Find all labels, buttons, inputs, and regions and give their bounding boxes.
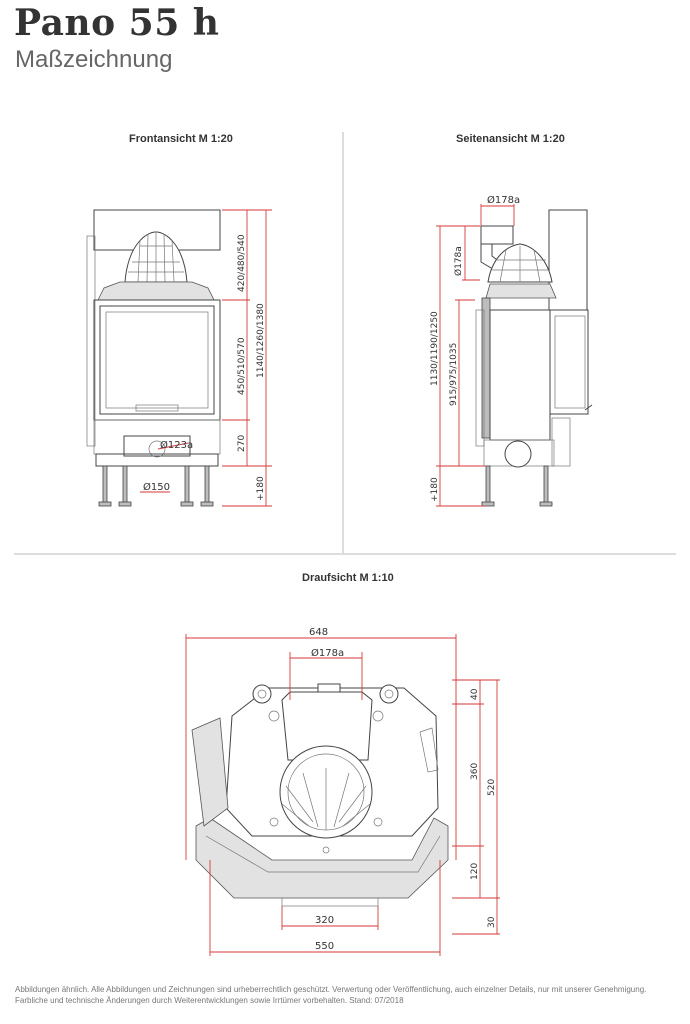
front-legs (98, 465, 214, 507)
side-firebox (489, 309, 551, 441)
top-outlet-diameter: Ø178a (311, 647, 344, 659)
top-front-glass (195, 817, 449, 899)
top-depth-bottom: 30 (487, 916, 497, 928)
footer-line-1: Abbildungen ähnlich. Alle Abbildungen un… (15, 985, 647, 994)
side-legs (481, 465, 553, 507)
front-total-height: 1140/1260/1380 (256, 303, 266, 378)
front-top-height: 420/480/540 (237, 234, 247, 292)
front-base-height: 270 (237, 435, 247, 452)
front-door-height: 450/510/570 (237, 337, 247, 395)
side-body-height: 915/975/1035 (449, 343, 459, 406)
top-view-label: Draufsicht M 1:10 (302, 572, 394, 584)
front-view-label: Frontansicht M 1:20 (129, 133, 233, 145)
top-total-width: 648 (309, 627, 328, 638)
front-plinth (95, 453, 219, 467)
side-view-drawing: Ø178a Ø178a 1130/1190/1250 915/975/1035 … (430, 194, 593, 507)
side-dimension-lines (436, 225, 485, 507)
side-outlet-side-diameter: Ø178a (453, 246, 464, 276)
front-outlet-diameter: Ø123a (160, 439, 193, 451)
footer-notice: Abbildungen ähnlich. Alle Abbildungen un… (15, 984, 680, 1006)
side-view-label: Seitenansicht M 1:20 (456, 133, 565, 145)
top-left-wing (191, 717, 229, 827)
footer-line-2: Farbliche und technische Änderungen durc… (15, 996, 404, 1005)
top-front-width: 550 (315, 941, 334, 952)
page-title: Pano 55 h (14, 2, 220, 44)
top-depth-mid: 360 (470, 763, 480, 780)
front-collar (97, 281, 215, 301)
side-outlet-circle (504, 440, 532, 468)
front-view-drawing: Ø123a Ø150 420/480/540 450/510/ (86, 209, 272, 507)
top-depth-total: 520 (487, 779, 497, 796)
side-foot-height: +180 (430, 477, 440, 502)
front-dimension-lines (222, 209, 272, 507)
top-depth-front: 120 (470, 863, 480, 880)
top-depth-top: 40 (470, 688, 480, 700)
top-front-sill (281, 897, 379, 907)
side-outlet-top-diameter: Ø178a (487, 194, 520, 206)
front-ash-box (123, 435, 191, 457)
side-total-height: 1130/1190/1250 (430, 311, 440, 386)
side-top-outlet (480, 225, 514, 245)
front-side-frame (86, 235, 96, 447)
front-foot-height: +180 (256, 476, 266, 501)
front-firebox (93, 299, 221, 421)
top-view-drawing: Ø178a 648 320 550 40 360 520 120 30 (185, 627, 500, 956)
front-pipe-diameter: Ø150 (143, 481, 170, 493)
page-subtitle: Maßzeichnung (15, 46, 173, 73)
top-depth-dimension-lines (452, 679, 500, 935)
top-glass-width: 320 (315, 915, 334, 926)
